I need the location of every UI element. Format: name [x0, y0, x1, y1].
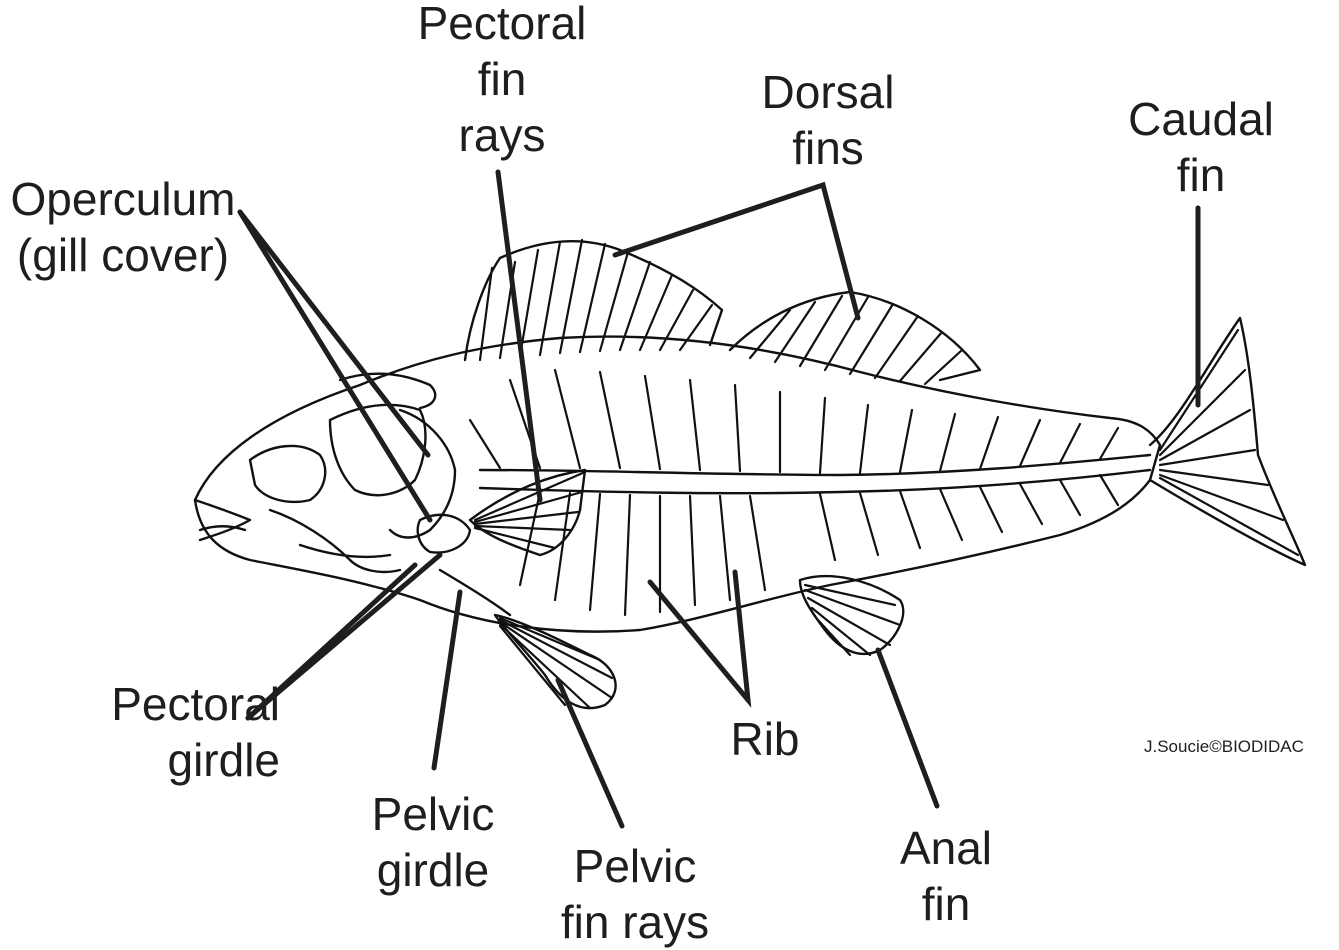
label-line: fin rays — [560, 896, 710, 948]
leader-rib — [647, 569, 752, 708]
label-rib: Rib — [705, 711, 825, 767]
label-line: Operculum — [10, 173, 236, 225]
label-line: Rib — [730, 713, 800, 765]
leader-operculum-a — [237, 209, 431, 458]
label-line: (gill cover) — [16, 229, 230, 281]
label-line: Anal — [899, 822, 993, 874]
label-caudal-fin: Caudal fin — [1101, 91, 1301, 203]
label-line: fin — [477, 53, 527, 105]
label-line: Pectoral — [417, 0, 587, 49]
label-pectoral-fin-rays: Pectoral fin rays — [402, 0, 602, 163]
fish-outline — [193, 239, 1307, 710]
leader-lines — [237, 169, 1201, 829]
label-pectoral-girdle: Pectoral girdle — [40, 676, 280, 788]
label-line: Caudal — [1128, 93, 1274, 145]
label-line: rays — [458, 109, 546, 161]
label-line: Pectoral — [111, 678, 280, 730]
leader-pelvic-girdle — [431, 589, 463, 771]
credit-text: J.Soucie©BIODIDAC — [1144, 737, 1304, 756]
label-line: Pelvic — [573, 840, 697, 892]
label-line: girdle — [376, 844, 490, 896]
label-pelvic-fin-rays: Pelvic fin rays — [535, 838, 735, 950]
label-dorsal-fins: Dorsal fins — [728, 64, 928, 176]
leader-dorsal-fins — [612, 181, 861, 321]
label-line: fin — [921, 878, 971, 930]
label-line: girdle — [167, 734, 280, 786]
label-line: Dorsal — [761, 66, 895, 118]
label-operculum: Operculum (gill cover) — [0, 171, 248, 283]
fish-rays — [468, 238, 1300, 710]
label-anal-fin: Anal fin — [846, 820, 1046, 932]
leader-anal-fin — [875, 647, 940, 809]
label-line: fins — [792, 122, 864, 174]
label-pelvic-girdle: Pelvic girdle — [333, 786, 533, 898]
leader-pectoral-girdle-b — [245, 552, 443, 721]
leader-operculum-b — [237, 209, 433, 523]
label-line: Pelvic — [371, 788, 495, 840]
leader-pectoral-fin-rays — [495, 169, 543, 503]
label-line: fin — [1176, 149, 1226, 201]
leader-pelvic-fin-rays — [555, 677, 625, 829]
